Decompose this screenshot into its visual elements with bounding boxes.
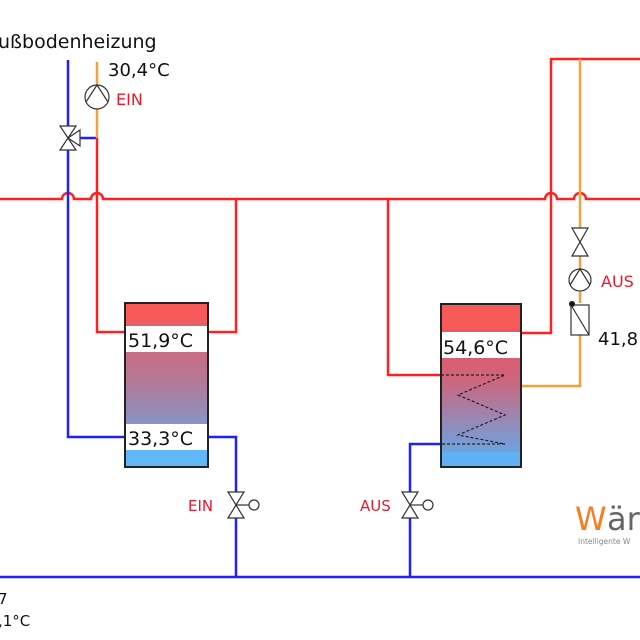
flow-sensor-icon [568, 300, 590, 336]
solar-valve-icon[interactable] [570, 227, 590, 257]
bottom-left-temp: ,1°C [0, 612, 30, 630]
tank2-top-temp: 54,6°C [443, 337, 508, 359]
heating-pump-icon[interactable] [84, 83, 110, 110]
main-hot-pipe [0, 191, 640, 201]
tank2-valve-state: AUS [360, 497, 391, 515]
tank1-motor-valve-icon[interactable] [226, 491, 260, 519]
tank1-cold-pipe [208, 435, 238, 577]
brand-logo: W är Intelligente W [575, 500, 640, 546]
solar-pump-state: AUS [601, 272, 634, 291]
tank2-motor-valve-icon[interactable] [400, 491, 434, 519]
solar-temp: 41,8 [598, 329, 638, 350]
tank1-valve-state: EIN [188, 497, 213, 515]
tank2-cold-pipe [408, 442, 441, 577]
tank2-hot-out-pipe [521, 57, 640, 335]
circuit-title: ußbodenheizung [0, 31, 157, 53]
three-way-mixing-valve-icon[interactable] [58, 125, 81, 151]
solar-pump-icon[interactable] [568, 267, 592, 292]
heat-exchanger-coil [441, 374, 507, 445]
logo-letter-w: W [575, 500, 607, 538]
heating-return-pipe [66, 60, 125, 439]
logo-tagline: Intelligente W [578, 537, 631, 546]
heating-flow-temp: 30,4°C [108, 60, 170, 81]
tank1-top-temp: 51,9°C [128, 330, 193, 352]
tank2-coil-supply-pipe [386, 199, 441, 377]
storage-tank-2: 54,6°C [440, 303, 522, 468]
tank1-return-hot-pipe [208, 199, 238, 334]
solar-pipe [521, 59, 582, 388]
heating-pump-state: EIN [116, 90, 143, 109]
storage-tank-1: 51,9°C 33,3°C [124, 302, 209, 468]
bottom-left-label: 7 [0, 590, 8, 608]
logo-rest: är [607, 500, 640, 538]
tank1-bottom-temp: 33,3°C [128, 428, 193, 450]
tank1-supply-pipe [95, 138, 125, 334]
